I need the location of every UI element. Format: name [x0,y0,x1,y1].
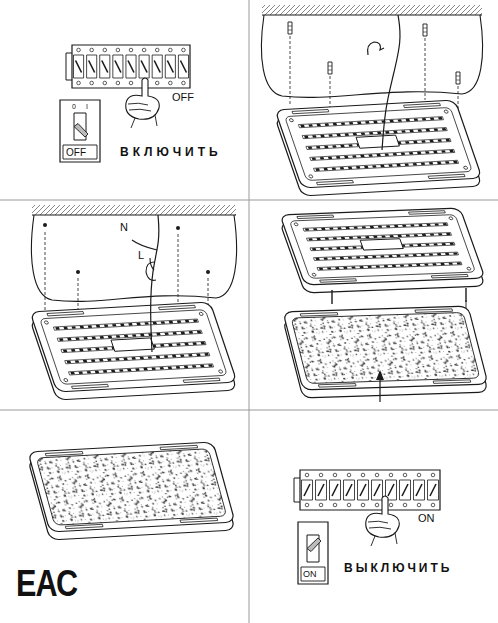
instruction-text: ВЫКЛЮЧИТЬ [344,562,452,574]
wire-name: N [120,222,128,233]
instruction-text: ВКЛЮЧИТЬ [120,146,222,158]
switch-icon [60,100,100,162]
lamp-wiring [30,205,237,400]
switch-mark: 0 [72,103,76,110]
wire-name: L [138,250,144,261]
switch-state: OFF [172,92,194,103]
switch-icon [298,522,328,584]
hand [126,78,160,128]
certification-mark: ЕАС [16,566,77,602]
switch-state: OFF [66,148,86,158]
finished-lamp [28,442,235,540]
hand [366,496,400,546]
lamp-mounting [261,5,482,196]
breaker-panel [66,45,190,88]
diffuser-mounting [280,208,488,402]
switch-state: ON [418,513,435,524]
switch-mark: I [86,103,88,110]
switch-state: ON [303,570,317,579]
breaker-panel [294,470,440,510]
